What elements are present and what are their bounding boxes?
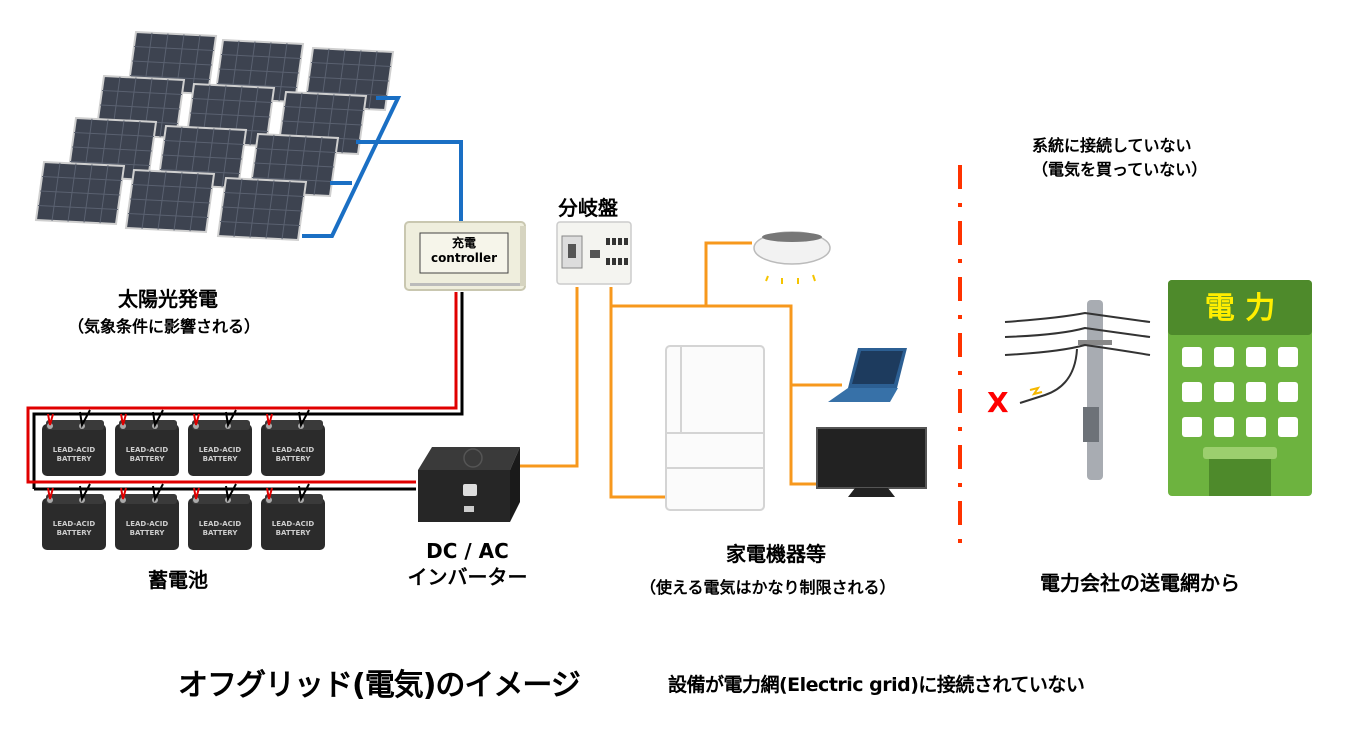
inverter-label-line1: DC / AC — [426, 539, 509, 563]
laptop — [828, 348, 907, 402]
building-window — [1182, 347, 1202, 367]
page-title: オフグリッド(電気)のイメージ — [178, 668, 581, 703]
building-window — [1246, 382, 1266, 402]
solar-panel — [34, 160, 126, 226]
battery-label: 蓄電池 — [148, 568, 208, 592]
utility-pole — [1004, 300, 1151, 480]
dc-wires — [26, 292, 464, 491]
building-window — [1278, 347, 1298, 367]
building-window — [1214, 347, 1234, 367]
battery-text: LEAD-ACID — [126, 520, 169, 528]
grid-label: 電力会社の送電網から — [1040, 571, 1240, 595]
building-window — [1182, 382, 1202, 402]
building-window — [1214, 417, 1234, 437]
battery-text: BATTERY — [276, 455, 312, 463]
battery-text: LEAD-ACID — [272, 520, 315, 528]
grid-note: 系統に接続していない （電気を買っていない） — [1032, 134, 1207, 182]
battery-text: BATTERY — [203, 529, 239, 537]
inverter-label-line2: インバーター — [407, 565, 528, 589]
grid-note-line1: 系統に接続していない — [1032, 136, 1192, 155]
building-window — [1278, 382, 1298, 402]
disconnect-x-mark: X — [987, 386, 1009, 419]
building-window — [1214, 382, 1234, 402]
battery-text: LEAD-ACID — [272, 446, 315, 454]
building-window — [1246, 347, 1266, 367]
refrigerator — [665, 345, 765, 511]
battery-text: BATTERY — [57, 529, 93, 537]
building-sign: 電 力 — [1204, 291, 1276, 326]
building-window — [1182, 417, 1202, 437]
battery-bank: LEAD-ACIDBATTERYLEAD-ACIDBATTERYLEAD-ACI… — [42, 409, 325, 550]
page-subtitle: 設備が電力網(Electric grid)に接続されていない — [668, 674, 1085, 696]
battery-text: LEAD-ACID — [199, 446, 242, 454]
breaker-panel — [556, 221, 632, 285]
battery-text: BATTERY — [276, 529, 312, 537]
ac-wires — [520, 241, 842, 499]
controller-label-line1: 充電 — [451, 236, 476, 250]
battery-text: LEAD-ACID — [199, 520, 242, 528]
building-window — [1246, 417, 1266, 437]
appliances-note: （使える電気はかなり制限される） — [640, 578, 896, 597]
battery-text: BATTERY — [130, 455, 166, 463]
inverter-label: DC / AC インバーター — [400, 538, 535, 590]
battery-text: BATTERY — [203, 455, 239, 463]
solar-wires — [302, 96, 463, 238]
television — [816, 427, 927, 497]
battery-text: LEAD-ACID — [53, 520, 96, 528]
solar-panel — [124, 168, 216, 234]
controller-label-line2: controller — [430, 251, 498, 265]
power-company-building — [1168, 280, 1312, 496]
charge-controller — [404, 221, 526, 291]
breaker-label: 分岐盤 — [558, 196, 618, 220]
appliances-label: 家電機器等 — [726, 542, 826, 566]
battery-text: LEAD-ACID — [53, 446, 96, 454]
solar-label: 太陽光発電 — [118, 287, 218, 311]
battery-text: BATTERY — [57, 455, 93, 463]
battery-text: LEAD-ACID — [126, 446, 169, 454]
solar-panel-array — [34, 30, 395, 242]
controller-label: 充電 controller — [420, 236, 508, 266]
building-window — [1278, 417, 1298, 437]
dc-ac-inverter — [418, 447, 520, 522]
solar-panel — [216, 176, 308, 242]
ceiling-light — [753, 231, 831, 284]
battery-text: BATTERY — [130, 529, 166, 537]
grid-note-line2: （電気を買っていない） — [1032, 160, 1208, 179]
solar-note: （気象条件に影響される） — [68, 317, 261, 336]
